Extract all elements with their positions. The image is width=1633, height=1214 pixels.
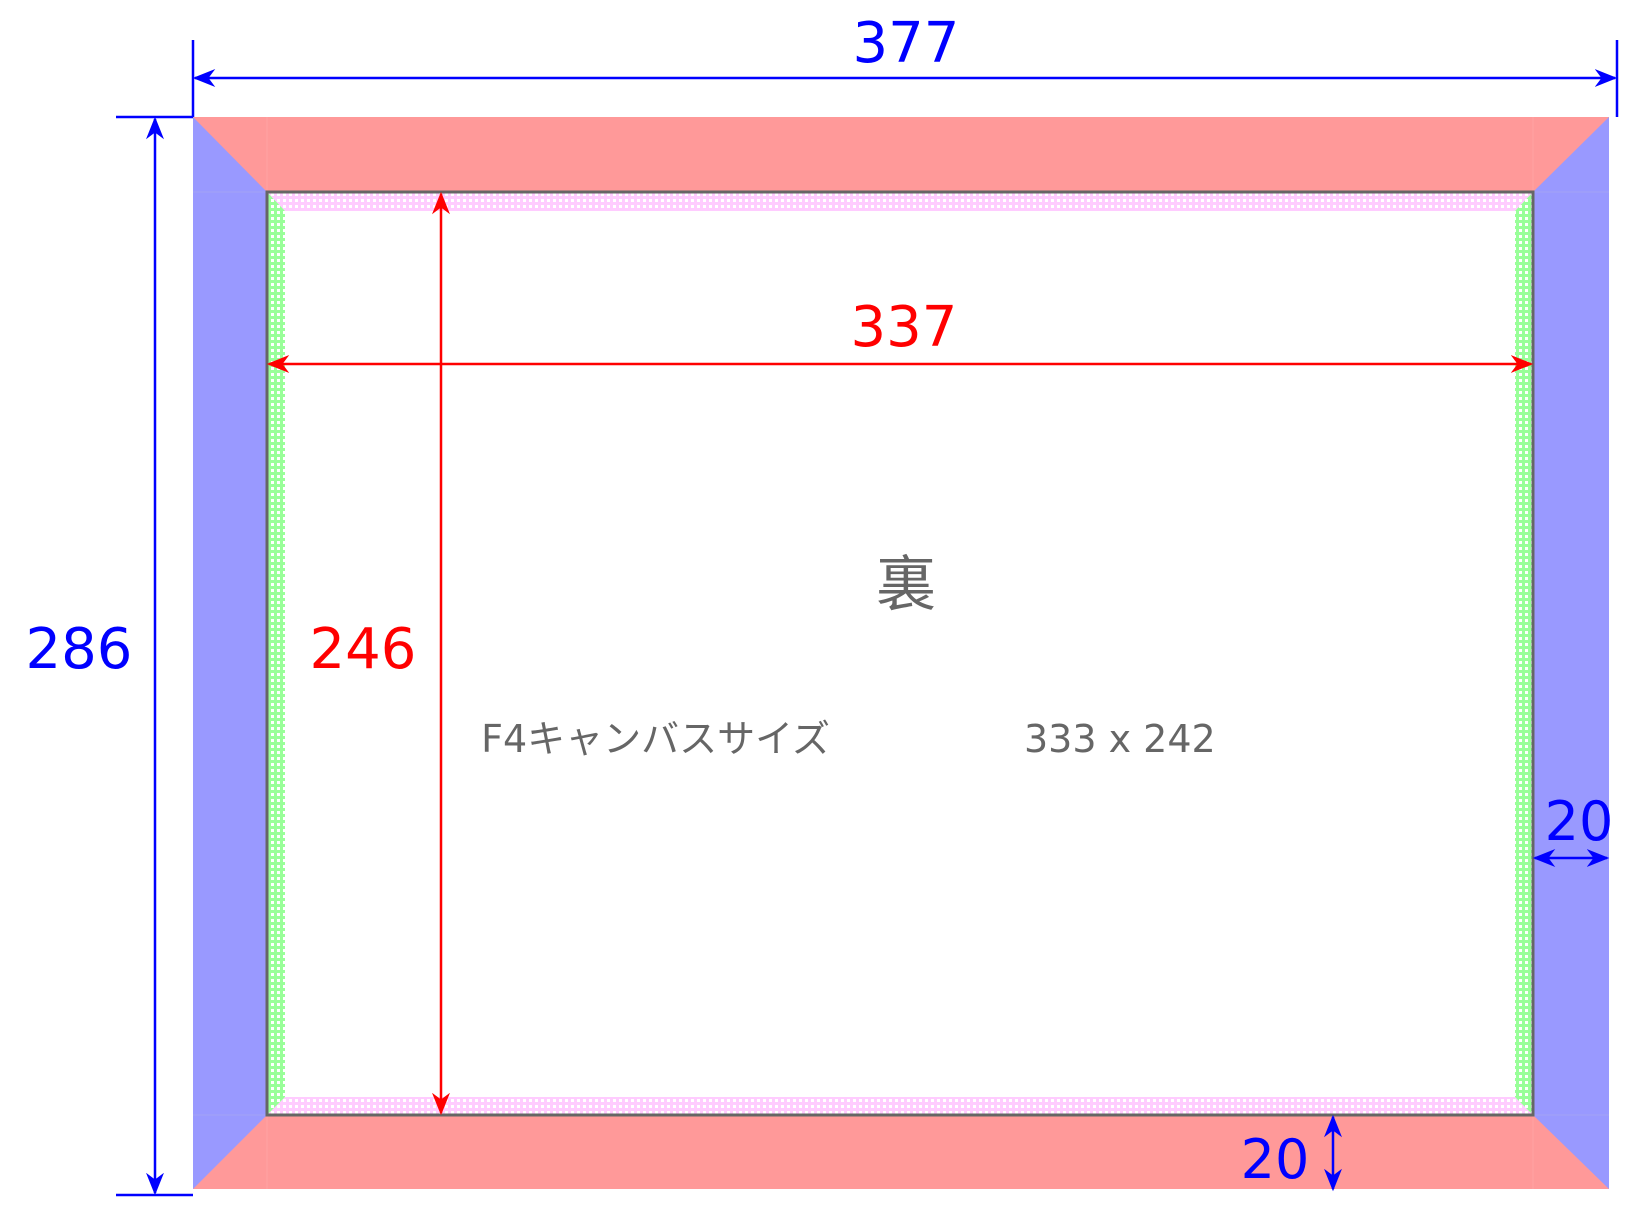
inner-width-label: 337 [851,295,958,360]
left-margin-green [267,192,285,1115]
bottom-depth-label: 20 [1241,1128,1310,1191]
frame-border [265,190,1535,1117]
bottom-flap [193,1115,1609,1189]
outer-width-label: 377 [853,11,960,76]
outer-height-label: 286 [26,617,133,682]
back-panel [267,192,1533,1115]
right-flap [1533,117,1609,1189]
canvas-size-value: 333 x 242 [1024,717,1216,761]
inner-height-label: 246 [310,617,417,682]
top-margin-pink [267,192,1533,211]
right-margin-green [1515,192,1533,1115]
top-flap [193,117,1609,192]
bottom-margin-pink [267,1097,1533,1115]
side-depth-label: 20 [1545,790,1614,853]
back-title: 裏 [876,550,936,620]
left-flap [193,117,267,1189]
canvas-size-label: F4キャンバスサイズ [481,717,830,761]
